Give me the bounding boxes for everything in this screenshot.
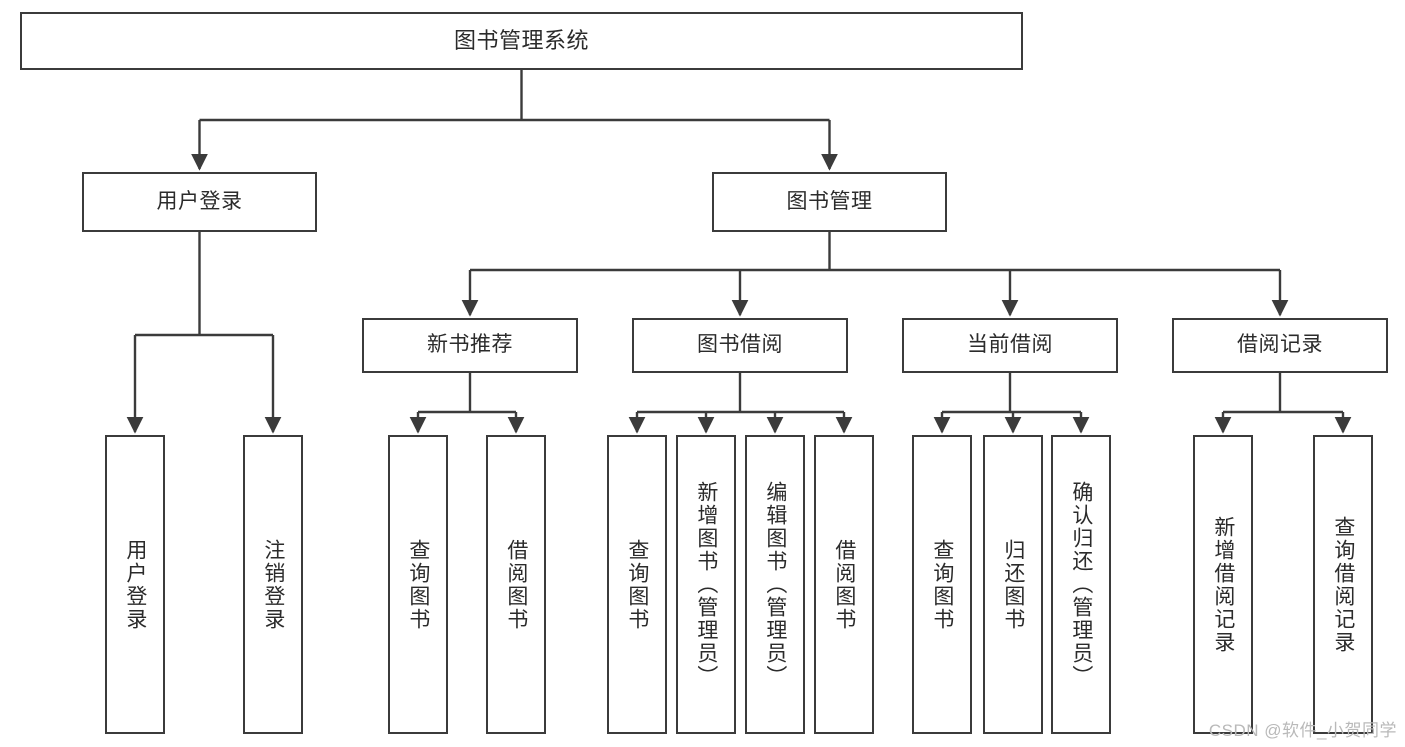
level3-node-图书借阅-1[interactable]: 图书借阅 [632,318,848,373]
leaf-node-注销登录-1[interactable]: 注销登录 [243,435,303,734]
leaf-node-查询图书-2[interactable]: 查询图书 [388,435,448,734]
level2-node-图书管理-1[interactable]: 图书管理 [712,172,947,232]
leaf-node-新增借阅记录-11[interactable]: 新增借阅记录 [1193,435,1253,734]
node-label: 借阅图书 [504,538,528,631]
leaf-node-借阅图书-3[interactable]: 借阅图书 [486,435,546,734]
node-label: 归还图书 [1001,538,1025,631]
leaf-node-用户登录-0[interactable]: 用户登录 [105,435,165,734]
node-label: 图书管理系统 [453,28,589,54]
leaf-node-编辑图书管理员-6[interactable]: 编辑图书（管理员） [745,435,805,734]
level2-node-用户登录-0[interactable]: 用户登录 [82,172,317,232]
node-label: 当前借阅 [967,333,1053,357]
node-label: 用户登录 [123,538,147,631]
node-label: 新增图书（管理员） [694,481,718,688]
node-label: 查询借阅记录 [1331,515,1355,654]
node-label: 查询图书 [930,538,954,631]
leaf-node-查询借阅记录-12[interactable]: 查询借阅记录 [1313,435,1373,734]
node-label: 借阅图书 [832,538,856,631]
node-label: 新书推荐 [427,333,513,357]
node-label: 编辑图书（管理员） [763,481,787,688]
level3-node-新书推荐-0[interactable]: 新书推荐 [362,318,578,373]
node-label: 查询图书 [406,538,430,631]
leaf-node-新增图书管理员-5[interactable]: 新增图书（管理员） [676,435,736,734]
leaf-node-查询图书-8[interactable]: 查询图书 [912,435,972,734]
node-label: 图书借阅 [697,333,783,357]
leaf-node-归还图书-9[interactable]: 归还图书 [983,435,1043,734]
root-node-图书管理系统[interactable]: 图书管理系统 [20,12,1023,70]
watermark: CSDN @软件_小贺同学 [1208,721,1397,740]
node-label: 用户登录 [156,189,243,213]
leaf-node-确认归还管理员-10[interactable]: 确认归还（管理员） [1051,435,1111,734]
node-label: 新增借阅记录 [1211,515,1235,654]
leaf-node-借阅图书-7[interactable]: 借阅图书 [814,435,874,734]
node-label: 图书管理 [786,189,873,213]
node-label: 查询图书 [625,538,649,631]
node-label: 确认归还（管理员） [1069,481,1093,688]
level3-node-当前借阅-2[interactable]: 当前借阅 [902,318,1118,373]
level3-node-借阅记录-3[interactable]: 借阅记录 [1172,318,1388,373]
node-label: 注销登录 [261,538,285,631]
leaf-node-查询图书-4[interactable]: 查询图书 [607,435,667,734]
node-label: 借阅记录 [1237,333,1323,357]
